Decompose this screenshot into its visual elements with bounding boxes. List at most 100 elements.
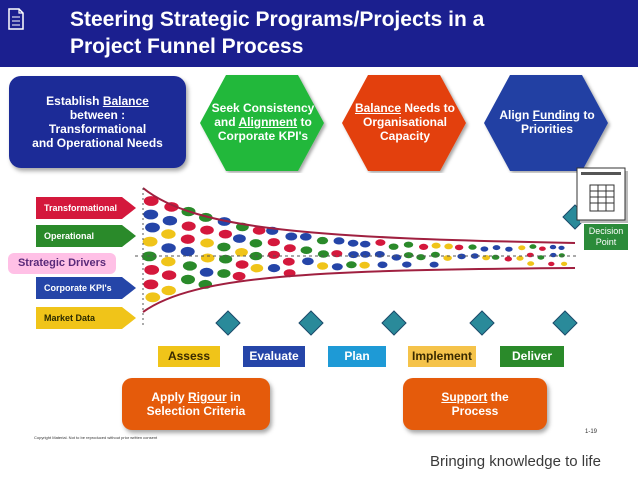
funnel-dot <box>403 252 414 259</box>
funnel-dot <box>416 254 426 261</box>
funnel-dot <box>161 229 176 239</box>
funnel-dot <box>317 250 329 258</box>
support-word: Support <box>441 390 488 404</box>
market-data-arrow <box>36 307 136 329</box>
balance-line-2: between : <box>69 108 126 122</box>
funnel-dot <box>233 234 246 243</box>
funnel-dot <box>391 254 402 261</box>
funding-line-1: Align Funding to <box>490 108 604 122</box>
funnel-dot <box>470 253 479 259</box>
funnel-dot <box>199 267 214 277</box>
funnel-dot <box>143 279 159 290</box>
funnel-dot <box>161 256 176 267</box>
funnel-dots <box>141 196 568 303</box>
funnel-dot <box>200 253 215 263</box>
funnel-dot <box>267 238 280 247</box>
funnel-dot <box>346 261 357 269</box>
funnel-dot <box>181 274 195 285</box>
funnel-dot <box>377 261 388 269</box>
funnel-dot <box>217 269 231 278</box>
funnel-dot <box>218 229 232 239</box>
operational-arrow <box>36 225 136 247</box>
funnel-dot <box>359 261 370 269</box>
funnel-dot <box>252 226 266 235</box>
funnel-dot <box>180 234 195 244</box>
decision-diamond-2 <box>298 310 324 336</box>
funnel-dot <box>348 251 359 259</box>
funnel-dot <box>558 245 565 250</box>
corporate-kpis-arrow <box>36 277 136 299</box>
tagline: Bringing knowledge to life <box>430 453 601 470</box>
funnel-dot <box>558 253 565 258</box>
funnel-dot <box>550 252 557 258</box>
stage-deliver: Deliver <box>500 346 564 367</box>
consistency-text: Seek Consistency and Alignment to Corpor… <box>206 101 320 143</box>
balance-line-3: Transformational <box>48 122 147 136</box>
driver-transformational: Transformational <box>44 203 118 213</box>
funnel-dot <box>161 285 176 296</box>
capacity-text: Balance Needs to Organisational Capacity <box>348 101 462 143</box>
stage-assess: Assess <box>158 346 220 367</box>
title-line-1: Steering Strategic Programs/Projects in … <box>70 8 485 31</box>
rigour-word: Rigour <box>188 390 227 404</box>
rigour-in: in <box>226 390 241 404</box>
funnel-dot <box>333 237 345 245</box>
needs-to: Needs to <box>401 101 456 115</box>
funnel-dot <box>162 215 178 226</box>
funnel-dot <box>443 255 452 261</box>
align-word: Align <box>499 108 533 122</box>
funnel-dot <box>235 248 248 257</box>
consistency-line-1: Seek Consistency <box>211 101 315 115</box>
funnel-dot <box>316 236 329 245</box>
funding-line-2: Priorities <box>520 122 574 136</box>
funnel-dot <box>142 236 158 247</box>
support-box: Support the Process <box>403 378 547 430</box>
funnel-dot <box>219 254 233 264</box>
support-line-2: Process <box>451 404 499 418</box>
funnel-dot <box>317 262 329 270</box>
balance-line-4: and Operational Needs <box>32 136 163 150</box>
funnel-dot <box>161 270 177 280</box>
funnel-dot <box>526 252 534 258</box>
funnel-dot <box>504 256 512 262</box>
funnel-dot <box>267 264 281 273</box>
funnel-dot <box>444 243 453 250</box>
funnel-dot <box>429 261 439 268</box>
decision-diamond-3 <box>381 310 407 336</box>
funnel-dot <box>518 245 526 251</box>
funnel-dot <box>267 250 280 259</box>
decision-diamonds <box>215 310 578 336</box>
capacity-line-3: Capacity <box>379 129 431 143</box>
slide-number: 1-19 <box>585 429 598 435</box>
funnel-dot <box>529 244 537 249</box>
stage-evaluate: Evaluate <box>243 346 305 367</box>
support-the: the <box>487 390 509 404</box>
funnel-dot <box>374 251 385 258</box>
funnel-dot <box>360 251 371 258</box>
balance-box: Establish Balance between : Transformati… <box>9 76 186 168</box>
title-line-2: Project Funnel Process <box>70 35 304 58</box>
decision-diamond-5 <box>552 310 578 336</box>
funnel-dot <box>302 257 314 266</box>
alignment-word: Alignment <box>238 115 298 129</box>
decision-line-1: Decision <box>588 226 624 236</box>
hexagon-row <box>200 75 608 171</box>
funnel-dot <box>505 246 513 252</box>
funnel-dot <box>527 261 535 266</box>
funnel-dot <box>144 265 160 275</box>
funnel-dot <box>347 239 359 247</box>
document-thumbnail <box>576 167 628 223</box>
funnel-dot <box>360 240 371 248</box>
funnel-dot <box>431 242 441 249</box>
funnel-dot <box>561 261 568 266</box>
funnel-dot <box>249 239 263 248</box>
funnel-top-curve <box>142 187 576 244</box>
funnel-dot <box>164 202 179 212</box>
capacity-line-2: Organisational <box>362 115 448 129</box>
funnel-dot <box>143 196 159 206</box>
funnel-dot <box>539 246 546 251</box>
funnel-dot <box>143 209 159 220</box>
funnel-dot <box>549 244 557 250</box>
funnel-dot <box>161 243 176 253</box>
funnel-dot <box>250 264 264 273</box>
